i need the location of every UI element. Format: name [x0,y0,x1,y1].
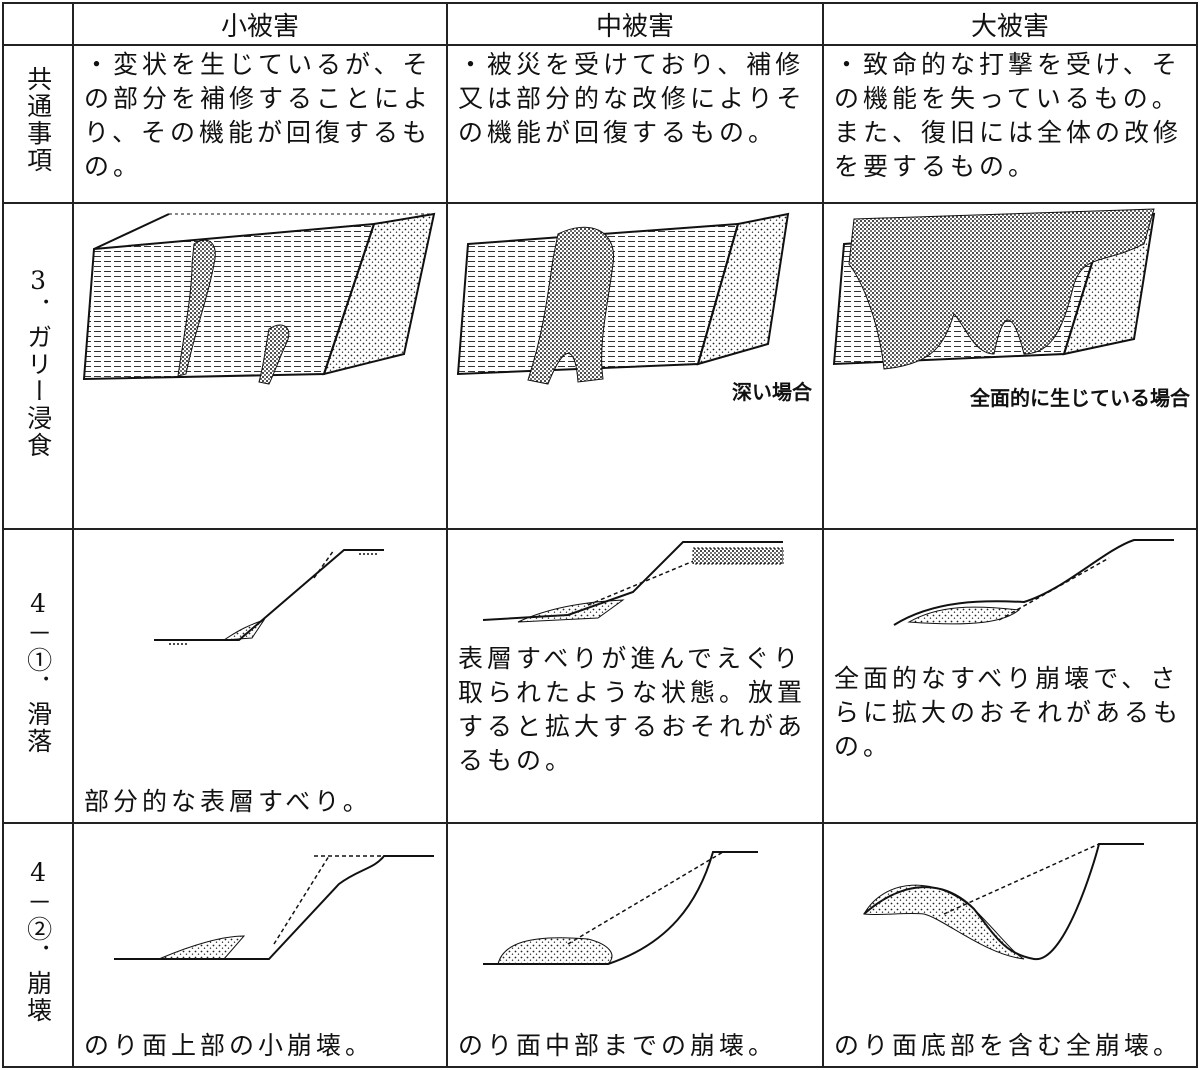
caption-collapse-moderate: のり面中部までの崩壊。 [458,1031,778,1060]
cell-gully-moderate: 深い場合 [446,202,824,530]
cell-common-moderate: ・被災を受けており、補修又は部分的な改修によりその機能が回復するもの。 [446,44,824,204]
collapse-moderate-illustration [483,851,758,965]
row-label-gully-erosion: 3．ガリー浸食 [2,202,74,530]
table-row: 4－①．滑落 部分的な表層すべり。 表層すべりが進んでえぐり取られたような状態。… [2,528,1198,824]
cell-slip-major: 全面的なすべり崩壊で、さらに拡大のおそれがあるもの。 [822,528,1198,824]
cell-gully-major: 全面的に生じている場合 [822,202,1198,530]
table-row: 共通事項 ・変状を生じているが、その部分を補修することにより、その機能が回復する… [2,44,1198,204]
slip-major-illustration [893,539,1174,626]
cell-common-minor: ・変状を生じているが、その部分を補修することにより、その機能が回復するもの。 [72,44,448,204]
cell-collapse-moderate: のり面中部までの崩壊。 [446,822,824,1068]
row-label-slip: 4－①．滑落 [2,528,74,824]
cell-common-major: ・致命的な打撃を受け、その機能を失っているもの。また、復旧には全体の改修を要する… [822,44,1198,204]
caption-collapse-major: のり面底部を含む全崩壊。 [834,1031,1183,1060]
caption-slip-major: 全面的なすべり崩壊で、さらに拡大のおそれがあるもの。 [834,664,1183,761]
row-label-common: 共通事項 [2,44,74,204]
caption-collapse-minor: のり面上部の小崩壊。 [84,1031,375,1060]
header-row: 小被害 中被害 大被害 [2,2,1198,46]
table-row: 3．ガリー浸食 深い場合 [2,202,1198,530]
cell-slip-minor: 部分的な表層すべり。 [72,528,448,824]
figure-label-full-extent: 全面的に生じている場合 [970,386,1190,410]
header-empty [2,2,74,46]
gully-moderate-illustration [456,212,790,385]
cell-collapse-major: のり面底部を含む全崩壊。 [822,822,1198,1068]
table-row: 4－②．崩壊 のり面上部の小崩壊。 のり面中部までの崩壊。 [2,822,1198,1068]
cell-gully-minor [72,202,448,530]
gully-major-figure: 全面的に生じている場合 [824,204,1196,410]
slip-moderate-illustration [482,541,784,623]
figure-label-deep: 深い場合 [732,380,812,404]
gully-minor-illustration [82,212,436,385]
collapse-minor-illustration [114,855,434,960]
header-major-damage: 大被害 [822,2,1198,46]
caption-slip-minor: 部分的な表層すべり。 [84,787,372,816]
caption-slip-moderate: 表層すべりが進んでえぐり取られたような状態。放置すると拡大するおそれがあるもの。 [458,644,807,775]
cell-collapse-minor: のり面上部の小崩壊。 [72,822,448,1068]
row-label-collapse: 4－②．崩壊 [2,822,74,1068]
header-moderate-damage: 中被害 [446,2,824,46]
collapse-major-illustration [863,843,1144,961]
slip-minor-illustration [154,549,384,645]
cell-slip-moderate: 表層すべりが進んでえぐり取られたような状態。放置すると拡大するおそれがあるもの。 [446,528,824,824]
gully-moderate-figure: 深い場合 [448,204,822,404]
header-minor-damage: 小被害 [72,2,448,46]
gully-major-illustration [832,208,1156,370]
